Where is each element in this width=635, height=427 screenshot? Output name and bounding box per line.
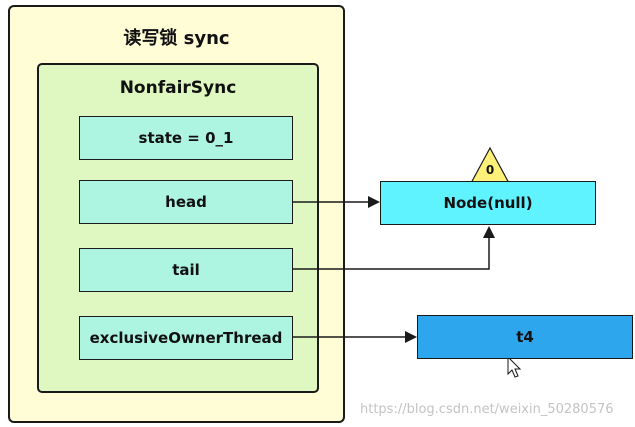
head-arrow-head [368,196,380,208]
thread-t4-box: t4 [417,315,633,359]
watermark: https://blog.csdn.net/weixin_50280576 [360,402,614,417]
tail-arrow-head [483,226,495,238]
node-null-box: Node(null) [380,181,596,225]
tail-field: tail [79,248,293,292]
sync-title: 读写锁 sync [123,28,230,49]
mouse-cursor-icon [507,355,522,378]
head-field: head [79,180,293,224]
state-field: state = 0_1 [79,116,293,160]
exclusive-owner-thread-field: exclusiveOwnerThread [79,316,293,360]
nonfairsync-title: NonfairSync [119,78,237,98]
tail-arrow-line [293,235,490,270]
owner-arrow-head [405,331,417,343]
wait-status-label: 0 [485,163,495,177]
